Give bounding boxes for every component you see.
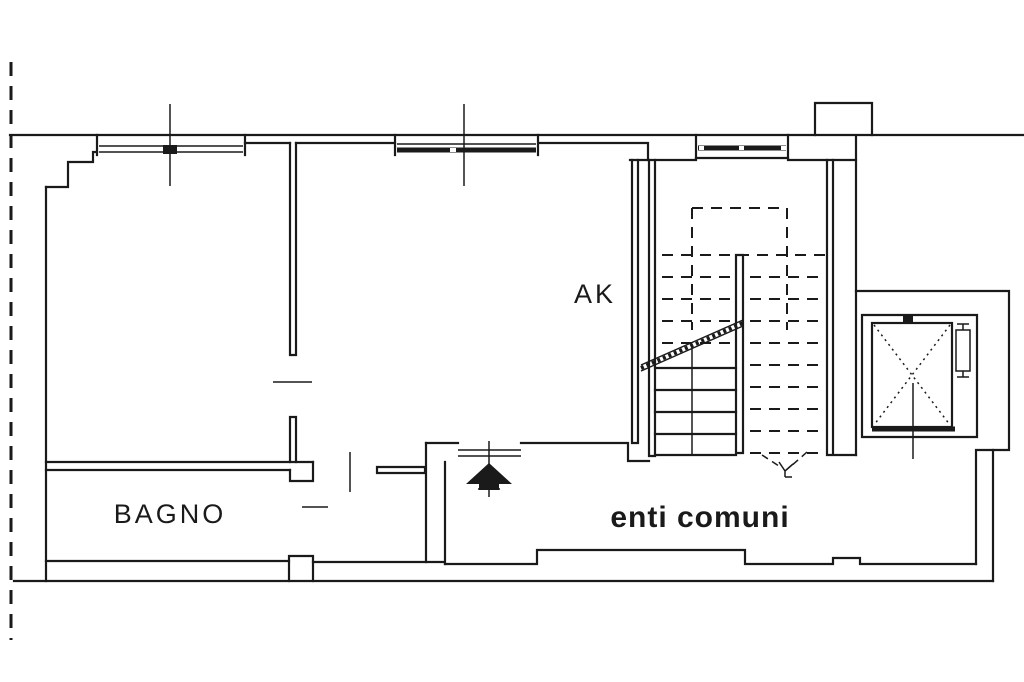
ak-label: AK <box>574 279 616 309</box>
bathroom-door-jamb <box>288 460 315 483</box>
entry-step <box>287 554 315 583</box>
elevator <box>860 313 979 459</box>
chimney-outline <box>813 101 874 137</box>
top-wall-inner-lines <box>243 141 858 162</box>
stair-enclosure-walls <box>630 158 858 458</box>
room-labels: BAGNO AK enti comuni <box>114 279 789 534</box>
common-area-label: enti comuni <box>610 501 789 534</box>
elevator-cab-cross <box>873 324 951 426</box>
left-room-walls <box>44 150 99 583</box>
window-1 <box>95 104 247 186</box>
stair-direction-arrow <box>761 451 808 478</box>
elevator-counterweight <box>955 323 971 378</box>
partition-left-ak <box>273 141 312 464</box>
bathroom-label: BAGNO <box>114 499 227 529</box>
stair-upper-flights-dashed <box>662 207 828 478</box>
elevator-shaft <box>860 313 979 439</box>
stair-treads <box>653 366 738 457</box>
stair-stringer <box>734 253 745 455</box>
bathroom-walls <box>44 452 428 583</box>
window-2 <box>393 104 540 186</box>
common-area-walls <box>375 441 995 566</box>
stair-lower-flight <box>640 253 745 457</box>
exterior-walls <box>8 101 1024 583</box>
entrance-marker <box>466 441 512 497</box>
window-3 <box>694 133 790 160</box>
